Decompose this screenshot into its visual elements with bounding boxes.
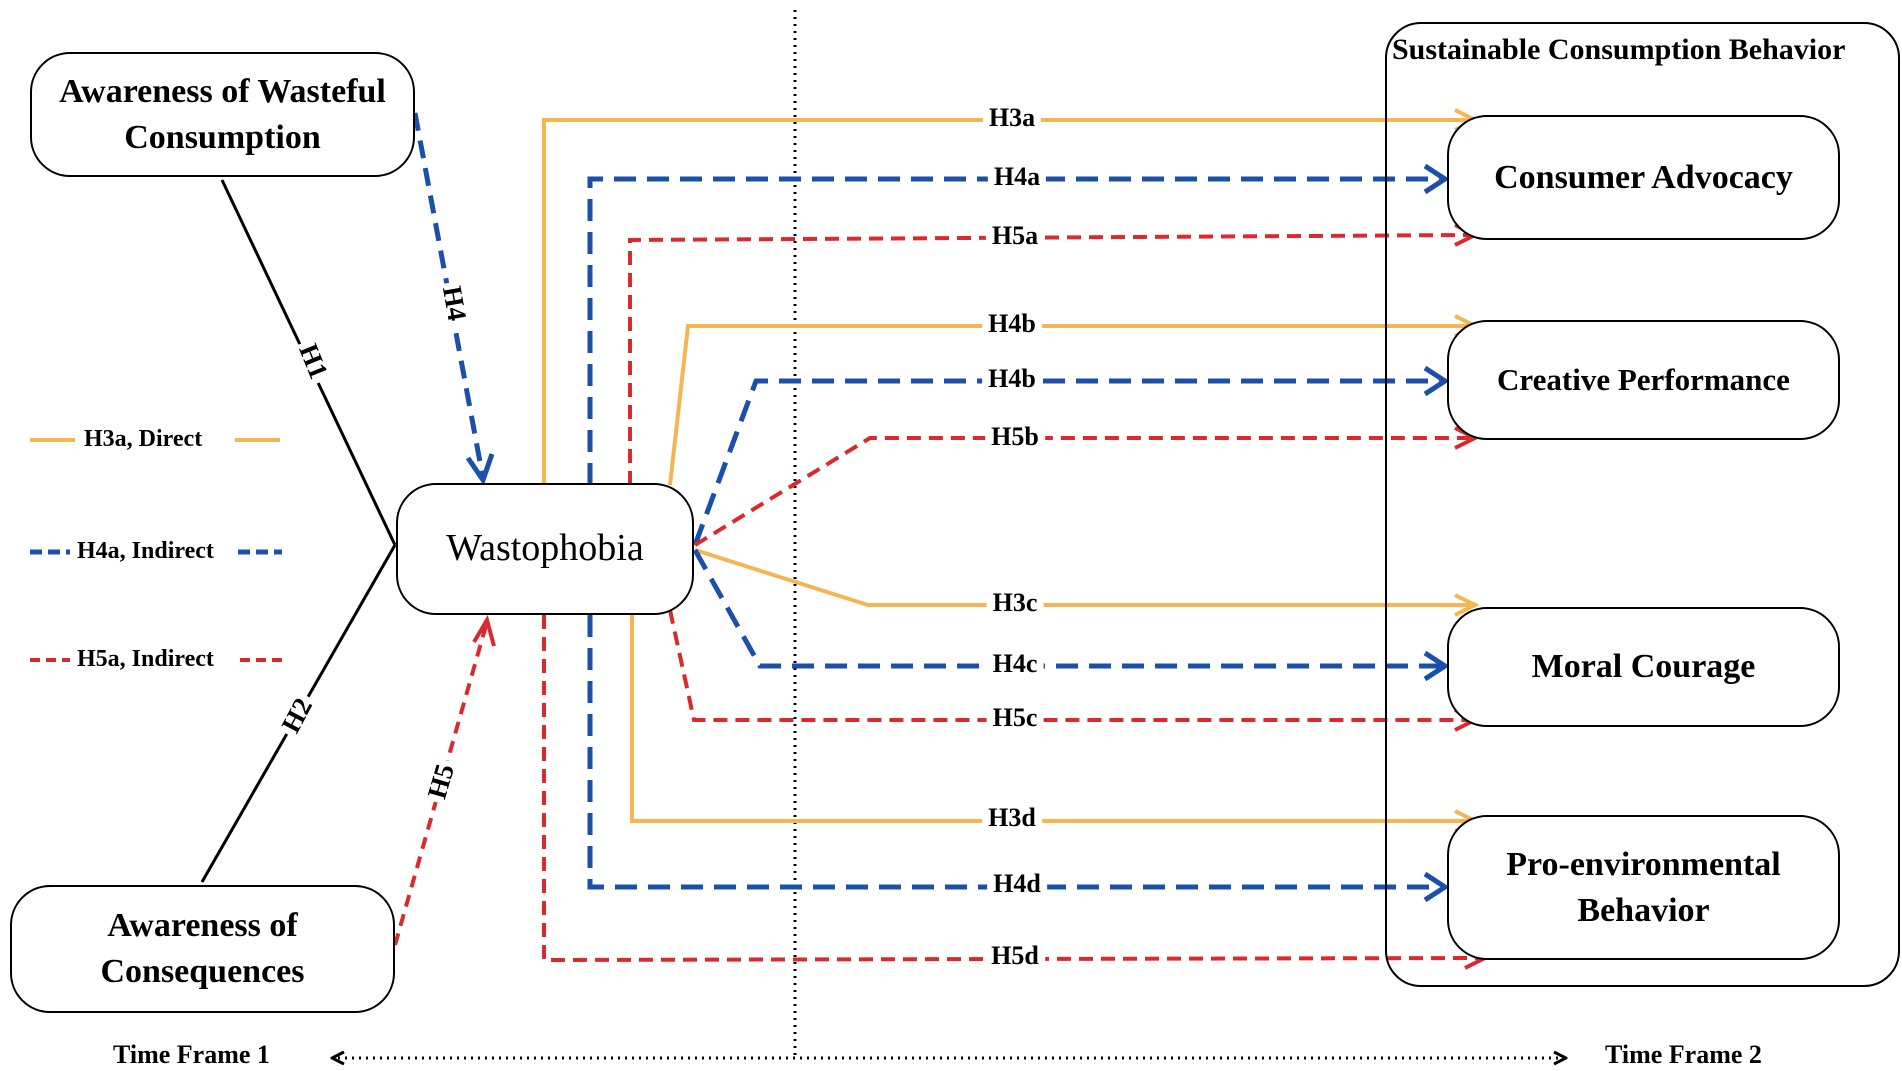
node-pro-environmental: Pro-environmental Behavior bbox=[1447, 815, 1840, 960]
node-consumer-advocacy: Consumer Advocacy bbox=[1447, 115, 1840, 240]
path-h4d-line bbox=[587, 615, 1440, 890]
node-pro-environmental-label: Pro-environmental Behavior bbox=[1506, 845, 1781, 929]
path-h3d-line bbox=[630, 615, 1470, 823]
label-h4a: H4a bbox=[987, 164, 1047, 190]
path-h4b-arrowhead bbox=[1423, 365, 1450, 397]
label-h4b: H4b bbox=[982, 366, 1042, 392]
label-h4: H4 bbox=[437, 280, 473, 327]
path-h5a-line bbox=[628, 233, 1471, 485]
label-h3c: H3c bbox=[986, 590, 1044, 616]
path-h3c-line bbox=[694, 548, 1470, 607]
legend-h5-label: H5a, Indirect bbox=[77, 646, 214, 672]
legend-direct-label: H3a, Direct bbox=[84, 426, 203, 452]
path-h4d-arrowhead bbox=[1423, 871, 1450, 903]
node-awareness-consequences: Awareness of Consequences bbox=[10, 885, 395, 1013]
label-h4c: H4c bbox=[986, 651, 1044, 677]
path-h3c-arrowhead bbox=[1454, 593, 1480, 617]
time-frame-1-label: Time Frame 1 bbox=[113, 1040, 270, 1069]
path-h3a-line bbox=[542, 118, 1470, 485]
label-h5a: H5a bbox=[985, 223, 1045, 249]
label-h5c: H5c bbox=[986, 705, 1044, 731]
path-h5d-line bbox=[542, 615, 1481, 963]
label-h4b-direct: H4b bbox=[982, 311, 1042, 337]
path-h4b-line bbox=[692, 378, 1440, 546]
node-moral-courage: Moral Courage bbox=[1447, 607, 1840, 727]
label-h3d: H3d bbox=[982, 805, 1042, 831]
node-awareness-consequences-label: Awareness of Consequences bbox=[100, 907, 305, 990]
path-h5c-line bbox=[668, 609, 1470, 722]
sustainable-consumption-group bbox=[1385, 22, 1900, 987]
label-h4d: H4d bbox=[987, 871, 1047, 897]
node-awareness-wasteful: Awareness of Wasteful Consumption bbox=[30, 52, 415, 177]
node-awareness-wasteful-label: Awareness of Wasteful Consumption bbox=[59, 72, 386, 156]
label-h3a: H3a bbox=[982, 105, 1042, 131]
path-h4a-arrowhead bbox=[1423, 163, 1450, 195]
path-h5-arrowhead bbox=[472, 614, 496, 647]
group-title: Sustainable Consumption Behavior bbox=[1392, 33, 1846, 66]
label-h5d: H5d bbox=[985, 943, 1045, 969]
path-h4a-line bbox=[587, 176, 1440, 485]
time-frame-2-label: Time Frame 2 bbox=[1605, 1040, 1762, 1069]
node-wastophobia-label: Wastophobia bbox=[446, 527, 644, 570]
legend-h4-label: H4a, Indirect bbox=[77, 538, 214, 564]
path-h4c-line bbox=[692, 548, 1440, 669]
path-h4c-arrowhead bbox=[1423, 650, 1450, 682]
path-h5b-line bbox=[693, 436, 1470, 547]
node-creative-performance-label: Creative Performance bbox=[1497, 362, 1790, 398]
path-h4-arrowhead bbox=[465, 453, 495, 486]
path-h4b-direct-line bbox=[668, 324, 1470, 486]
node-wastophobia: Wastophobia bbox=[396, 483, 694, 615]
node-consumer-advocacy-label: Consumer Advocacy bbox=[1494, 158, 1793, 196]
label-h5b: H5b bbox=[985, 424, 1045, 450]
node-moral-courage-label: Moral Courage bbox=[1531, 648, 1756, 686]
node-creative-performance: Creative Performance bbox=[1447, 320, 1840, 440]
